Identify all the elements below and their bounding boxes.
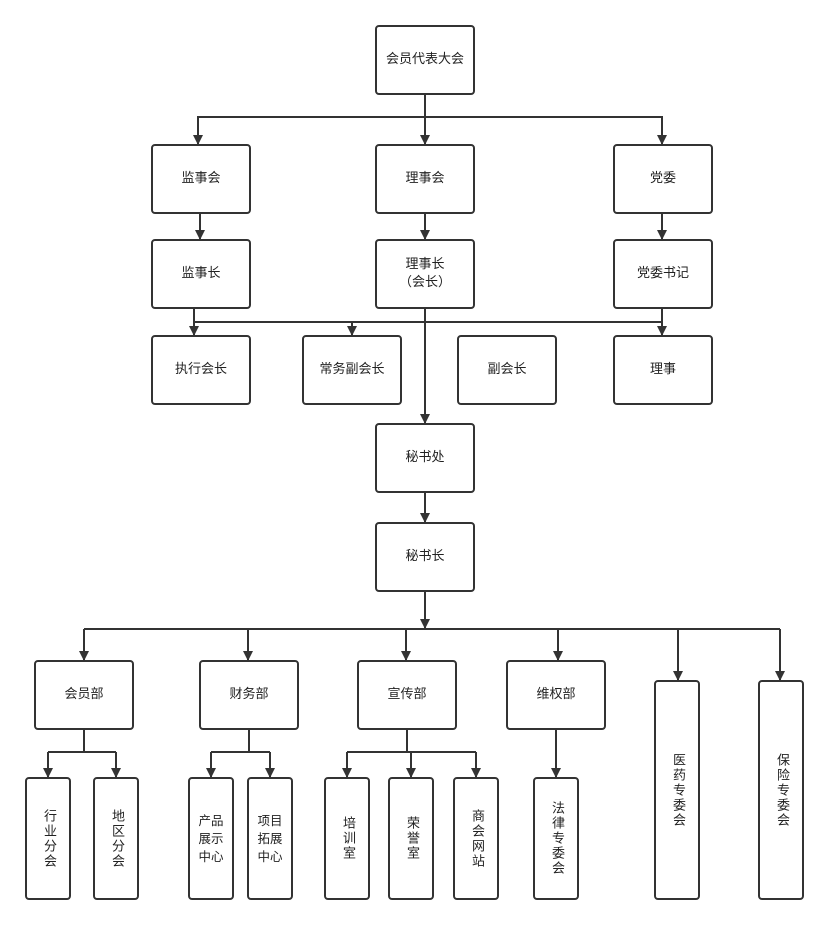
node-finance-dept: 财务部 (199, 660, 299, 730)
node-chamber-website: 商会网站 (453, 777, 499, 900)
line-to-party (425, 116, 667, 145)
node-industry-branch: 行业分会 (25, 777, 71, 900)
node-membership-dept: 会员部 (34, 660, 134, 730)
node-director: 理事 (613, 335, 713, 405)
node-insurance-committee: 保险专委会 (758, 680, 804, 900)
node-regional-branch: 地区分会 (93, 777, 139, 900)
node-training-room: 培训室 (324, 777, 370, 900)
node-chairman: 理事长 （会长） (375, 239, 475, 309)
node-product-center: 产品 展示 中心 (188, 777, 234, 900)
node-executive-president: 执行会长 (151, 335, 251, 405)
node-standing-vice-president: 常务副会长 (302, 335, 402, 405)
node-rights-dept: 维权部 (506, 660, 606, 730)
node-honor-room: 荣誉室 (388, 777, 434, 900)
line-to-supervisory (193, 116, 425, 145)
node-party-committee: 党委 (613, 144, 713, 214)
node-secretariat: 秘书处 (375, 423, 475, 493)
node-vice-president: 副会长 (457, 335, 557, 405)
node-secretary-general: 秘书长 (375, 522, 475, 592)
node-chief-supervisor: 监事长 (151, 239, 251, 309)
node-publicity-dept: 宣传部 (357, 660, 457, 730)
node-supervisory-board: 监事会 (151, 144, 251, 214)
node-council: 理事会 (375, 144, 475, 214)
node-party-secretary: 党委书记 (613, 239, 713, 309)
node-legal-committee: 法律专委会 (533, 777, 579, 900)
node-congress: 会员代表大会 (375, 25, 475, 95)
node-project-center: 项目 拓展 中心 (247, 777, 293, 900)
node-medical-committee: 医药专委会 (654, 680, 700, 900)
